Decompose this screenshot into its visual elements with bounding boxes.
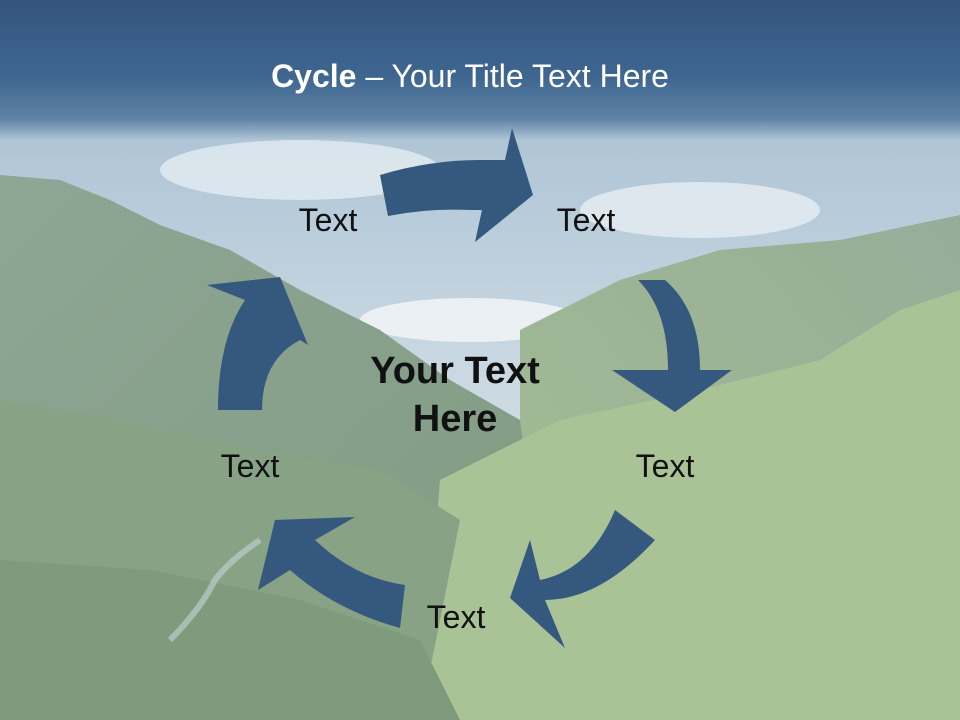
cycle-label-top-left[interactable]: Text — [298, 202, 358, 238]
cycle-arrow-top[interactable] — [380, 128, 533, 242]
title-band — [0, 0, 960, 140]
cycle-label-top-right[interactable]: Text — [556, 202, 616, 238]
cycle-label-right[interactable]: Text — [635, 448, 695, 484]
title-rest: – Your Title Text Here — [356, 58, 669, 94]
cycle-label-left[interactable]: Text — [220, 448, 280, 484]
slide-title[interactable]: Cycle – Your Title Text Here — [0, 56, 940, 96]
cycle-arrow-left[interactable] — [207, 277, 308, 410]
title-bold: Cycle — [271, 58, 357, 94]
cycle-arrow-bottom-left[interactable] — [258, 517, 405, 628]
cycle-label-bottom[interactable]: Text — [426, 599, 486, 635]
cycle-arrow-bottom-right[interactable] — [510, 510, 655, 648]
cycle-arrow-right[interactable] — [612, 280, 732, 412]
center-text[interactable]: Your Text Here — [370, 350, 540, 440]
